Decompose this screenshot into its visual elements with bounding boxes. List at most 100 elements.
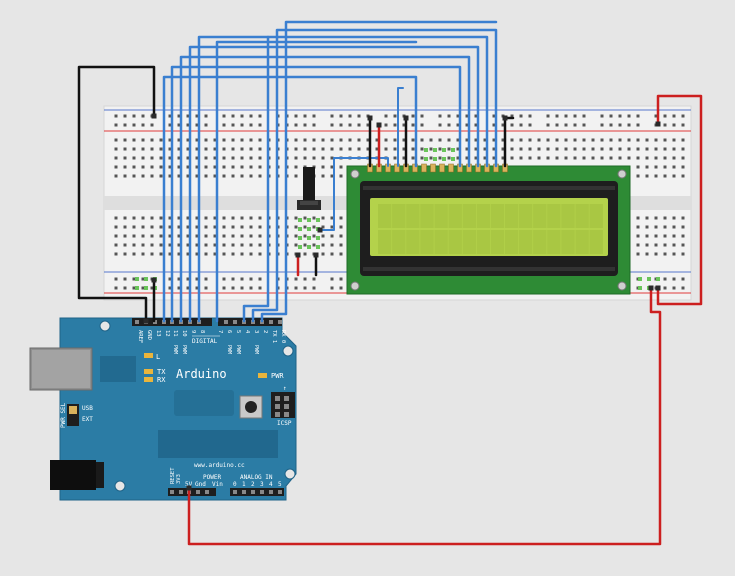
bottom-pin[interactable]: [278, 490, 282, 494]
power-select-jumper-cap[interactable]: [69, 406, 77, 414]
breadboard-hole: [195, 225, 199, 229]
breadboard-rail-hole: [222, 114, 226, 118]
breadboard-hole: [204, 234, 208, 238]
breadboard-hole: [636, 156, 640, 160]
breadboard-hole: [636, 165, 640, 169]
breadboard-rail-hole: [663, 114, 667, 118]
breadboard-hole: [159, 156, 163, 160]
breadboard-hole: [420, 147, 424, 151]
breadboard-rail-hole: [348, 123, 352, 127]
bottom-pin[interactable]: [260, 490, 264, 494]
breadboard-hole: [321, 147, 325, 151]
breadboard-hole: [636, 243, 640, 247]
wire-data-7[interactable]: [242, 35, 270, 323]
potentiometer[interactable]: [297, 167, 321, 210]
breadboard-hole: [240, 165, 244, 169]
wire-gnd-loop[interactable]: [77, 65, 156, 323]
breadboard-hole: [141, 165, 145, 169]
wire-data-1[interactable]: [162, 75, 418, 323]
board-chip-area: [100, 356, 136, 382]
breadboard-hole: [681, 165, 685, 169]
bottom-pin[interactable]: [205, 490, 209, 494]
digital-pin[interactable]: [278, 320, 282, 324]
breadboard-active-hole: [638, 286, 642, 290]
breadboard-hole: [312, 147, 316, 151]
breadboard-hole: [654, 174, 658, 178]
breadboard-hole: [645, 156, 649, 160]
breadboard-hole: [672, 216, 676, 220]
reset-button-cap[interactable]: [245, 401, 257, 413]
digital-pin[interactable]: [224, 320, 228, 324]
breadboard-active-hole: [135, 277, 139, 281]
lcd-bezel-ridge: [363, 186, 615, 190]
breadboard-active-hole: [298, 227, 302, 231]
bottom-pin[interactable]: [170, 490, 174, 494]
breadboard-hole: [213, 234, 217, 238]
potentiometer-shaft[interactable]: [303, 167, 315, 201]
wire-pot-wiper[interactable]: [319, 157, 389, 231]
breadboard-hole: [672, 138, 676, 142]
analog-header: [230, 488, 284, 496]
breadboard-hole: [483, 147, 487, 151]
breadboard-hole: [186, 243, 190, 247]
lcd-character-cell: [448, 204, 462, 228]
digital-pin[interactable]: [269, 320, 273, 324]
breadboard-hole: [150, 174, 154, 178]
breadboard-rail-hole: [672, 286, 676, 290]
breadboard-hole: [546, 156, 550, 160]
wire-data-4[interactable]: [188, 45, 480, 323]
breadboard-rail-hole: [303, 114, 307, 118]
breadboard-hole: [294, 156, 298, 160]
bottom-pin[interactable]: [251, 490, 255, 494]
digital-header-right: [218, 318, 282, 326]
breadboard-hole: [645, 234, 649, 238]
digital-pin[interactable]: [135, 320, 139, 324]
wire-data-5[interactable]: [197, 35, 489, 323]
breadboard-hole: [429, 147, 433, 151]
digital-pin[interactable]: [153, 320, 157, 324]
wire-data-6[interactable]: [215, 40, 418, 323]
breadboard-hole: [240, 138, 244, 142]
breadboard-rail-hole: [177, 123, 181, 127]
wire-lcd-rs[interactable]: [397, 87, 404, 167]
wire-data-8[interactable]: [251, 28, 498, 323]
wire-endpoint: [317, 227, 323, 233]
wire-rail-bridge[interactable]: [656, 94, 703, 306]
wire-5v-to-rail[interactable]: [187, 286, 662, 546]
breadboard-rail-hole: [609, 123, 613, 127]
breadboard-hole: [177, 216, 181, 220]
breadboard-hole: [204, 252, 208, 256]
breadboard-hole: [321, 216, 325, 220]
icsp-header: [271, 392, 295, 418]
bottom-pin[interactable]: [196, 490, 200, 494]
breadboard-hole: [663, 216, 667, 220]
breadboard-hole: [168, 234, 172, 238]
breadboard-hole: [663, 252, 667, 256]
breadboard-hole: [519, 138, 523, 142]
breadboard-rail-hole: [204, 114, 208, 118]
bottom-pin[interactable]: [179, 490, 183, 494]
breadboard-hole: [636, 225, 640, 229]
breadboard-hole: [141, 174, 145, 178]
breadboard-rail-hole: [600, 114, 604, 118]
breadboard-hole: [348, 147, 352, 151]
wire-data-2[interactable]: [170, 65, 462, 323]
bottom-pin[interactable]: [242, 490, 246, 494]
wire-data-9[interactable]: [260, 20, 498, 323]
breadboard-hole: [141, 252, 145, 256]
bottom-pin[interactable]: [233, 490, 237, 494]
breadboard-hole: [564, 138, 568, 142]
breadboard-hole: [555, 147, 559, 151]
bottom-pin[interactable]: [269, 490, 273, 494]
breadboard-hole: [609, 147, 613, 151]
digital-pin[interactable]: [233, 320, 237, 324]
power-select-usb: USB: [82, 405, 93, 412]
breadboard-active-hole: [316, 218, 320, 222]
breadboard-rail-hole: [510, 114, 514, 118]
breadboard-hole: [186, 147, 190, 151]
breadboard-rail-hole: [141, 123, 145, 127]
breadboard-hole: [393, 147, 397, 151]
breadboard-hole: [681, 243, 685, 247]
wire-data-3[interactable]: [179, 55, 471, 323]
breadboard-hole: [429, 156, 433, 160]
